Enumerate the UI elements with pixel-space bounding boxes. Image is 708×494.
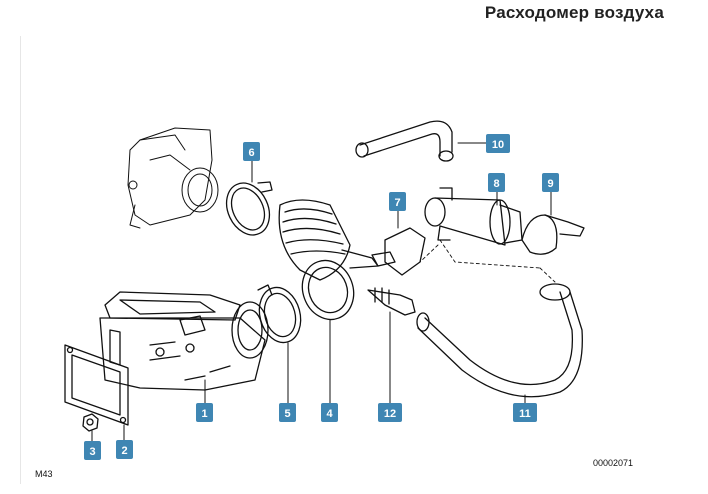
callout-4: 4 [321, 403, 338, 422]
svg-text:5: 5 [284, 408, 290, 420]
svg-text:3: 3 [89, 446, 95, 458]
diagram-title: Расходомер воздуха [484, 3, 664, 22]
nut-3 [82, 413, 99, 432]
svg-text:2: 2 [121, 445, 127, 457]
callout-3: 3 [84, 441, 101, 460]
svg-text:1: 1 [201, 408, 207, 420]
svg-text:10: 10 [492, 139, 504, 151]
svg-text:7: 7 [394, 197, 400, 209]
hose-connector-12 [367, 287, 416, 316]
intake-bellows-4 [278, 199, 379, 321]
diagram-frame [20, 36, 697, 484]
svg-text:12: 12 [384, 408, 396, 420]
figure-code-left: M43 [35, 469, 53, 479]
svg-text:4: 4 [326, 408, 333, 420]
callout-6: 6 [243, 142, 260, 161]
svg-text:8: 8 [493, 178, 499, 190]
callout-1: 1 [196, 403, 213, 422]
air-connector-7 [371, 227, 426, 276]
air-flow-meter-1 [99, 291, 269, 391]
air-pipe-10 [355, 120, 454, 162]
callout-leaders [91, 142, 552, 442]
throttle-housing-outline [127, 127, 219, 229]
svg-text:11: 11 [519, 408, 531, 420]
callout-5: 5 [279, 403, 296, 422]
callout-8: 8 [488, 173, 505, 192]
svg-text:6: 6 [248, 147, 254, 159]
gasket-2 [64, 344, 129, 426]
callout-7: 7 [389, 192, 406, 211]
callout-2: 2 [116, 440, 133, 459]
callout-11: 11 [513, 403, 537, 422]
callout-12: 12 [378, 403, 402, 422]
assembly-leaders [419, 239, 556, 283]
svg-text:9: 9 [547, 178, 553, 190]
vacuum-hose-11 [416, 283, 583, 398]
idle-control-valve-8 [424, 187, 523, 246]
figure-code-right: 00002071 [593, 458, 634, 468]
callout-9: 9 [542, 173, 559, 192]
hose-clamp-6 [225, 181, 273, 236]
mounting-bracket-9 [521, 214, 585, 255]
callout-10: 10 [486, 134, 510, 153]
